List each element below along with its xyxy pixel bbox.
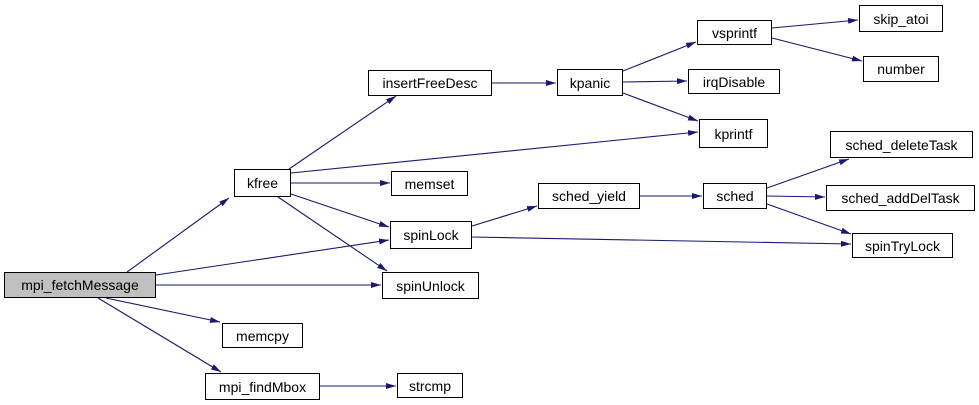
graph-node-insertFreeDesc[interactable]: insertFreeDesc [368,70,492,96]
graph-node-number[interactable]: number [863,56,939,82]
edge-kpanic-kprintf [622,92,699,122]
edge-sched-sched_addDelTask [766,193,826,200]
edge-kfree-insertFreeDesc [288,95,397,170]
graph-node-sched[interactable]: sched [703,183,767,209]
edge-mpi_fetchMessage-spinLock [155,238,390,276]
edge-mpi_fetchMessage-mpi_findMbox [97,297,222,373]
graph-node-kfree[interactable]: kfree [234,169,291,197]
graph-node-spinUnlock[interactable]: spinUnlock [382,272,479,299]
edge-kfree-kprintf [290,130,699,174]
edge-mpi_fetchMessage-kfree [126,197,230,273]
graph-node-kpanic[interactable]: kpanic [557,69,623,96]
graph-node-mpi_findMbox[interactable]: mpi_findMbox [205,373,320,400]
edge-kfree-spinLock [290,193,390,228]
edge-mpi_fetchMessage-memcpy [105,297,221,323]
edge-vsprintf-number [771,37,863,62]
graph-node-memcpy[interactable]: memcpy [222,323,303,348]
graph-node-spinTryLock[interactable]: spinTryLock [852,233,953,258]
graph-node-strcmp[interactable]: strcmp [397,373,463,398]
graph-node-memset[interactable]: memset [391,171,468,196]
graph-node-sched_deleteTask[interactable]: sched_deleteTask [830,131,973,158]
graph-node-spinLock[interactable]: spinLock [390,221,472,249]
graph-node-sched_addDelTask[interactable]: sched_addDelTask [826,185,975,211]
edge-sched-sched_deleteTask [766,158,850,189]
graph-node-kprintf[interactable]: kprintf [699,119,768,148]
edge-kfree-spinUnlock [277,196,388,272]
graph-node-skip_atoi[interactable]: skip_atoi [859,5,943,32]
edge-vsprintf-skip_atoi [771,17,859,29]
edge-kpanic-irqDisable [622,78,688,85]
graph-node-irqDisable[interactable]: irqDisable [688,69,780,94]
edge-spinLock-sched_yield [471,205,538,227]
graph-node-sched_yield[interactable]: sched_yield [538,183,640,209]
edge-spinLock-spinTryLock [471,236,852,247]
graph-node-mpi_fetchMessage[interactable]: mpi_fetchMessage [4,272,156,298]
graph-node-vsprintf[interactable]: vsprintf [697,20,772,45]
edge-kpanic-vsprintf [622,41,697,72]
